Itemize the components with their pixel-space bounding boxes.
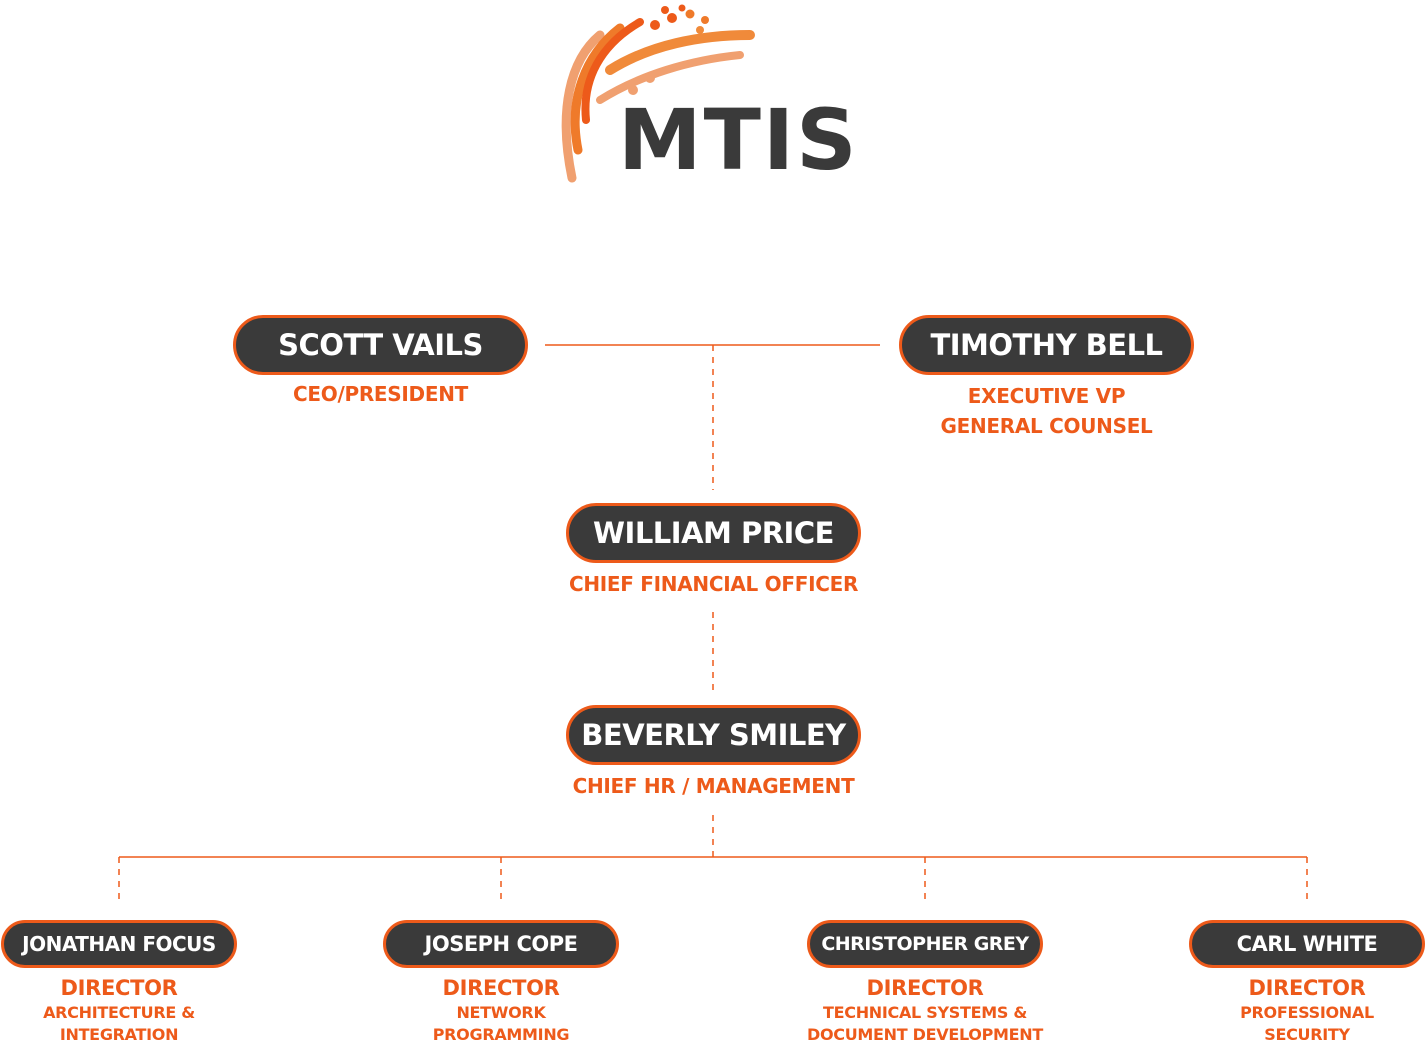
role-director-professional-security: DIRECTOR PROFESSIONAL SECURITY	[1240, 976, 1374, 1044]
person-name: CHRISTOPHER GREY	[821, 933, 1029, 955]
role-ceo-president: CEO/PRESIDENT	[293, 382, 468, 406]
person-name: SCOTT VAILS	[278, 328, 483, 362]
company-name: MTIS	[618, 91, 859, 189]
node-beverly-smiley: BEVERLY SMILEY	[566, 705, 861, 765]
mtis-logo-swoosh-icon	[561, 4, 755, 183]
role-director-network: DIRECTOR NETWORK PROGRAMMING	[432, 976, 570, 1044]
person-name: WILLIAM PRICE	[593, 516, 834, 550]
node-carl-white: CARL WHITE	[1189, 920, 1425, 968]
person-name: CARL WHITE	[1236, 932, 1378, 956]
person-name: JOSEPH COPE	[424, 932, 578, 956]
role-executive-vp: EXECUTIVE VP GENERAL COUNSEL	[940, 384, 1153, 438]
person-name: TIMOTHY BELL	[930, 328, 1163, 362]
node-william-price: WILLIAM PRICE	[566, 503, 861, 563]
person-name: JONATHAN FOCUS	[22, 932, 216, 956]
role-chief-hr-management: CHIEF HR / MANAGEMENT	[572, 774, 855, 798]
person-name: BEVERLY SMILEY	[581, 718, 846, 752]
role-director-architecture: DIRECTOR ARCHITECTURE & INTEGRATION	[43, 976, 195, 1044]
node-joseph-cope: JOSEPH COPE	[383, 920, 619, 968]
node-jonathan-focus: JONATHAN FOCUS	[1, 920, 237, 968]
role-chief-financial-officer: CHIEF FINANCIAL OFFICER	[568, 572, 859, 596]
node-scott-vails: SCOTT VAILS	[233, 315, 528, 375]
node-timothy-bell: TIMOTHY BELL	[899, 315, 1194, 375]
node-christopher-grey: CHRISTOPHER GREY	[807, 920, 1043, 968]
role-director-technical-systems: DIRECTOR TECHNICAL SYSTEMS & DOCUMENT DE…	[807, 976, 1043, 1044]
